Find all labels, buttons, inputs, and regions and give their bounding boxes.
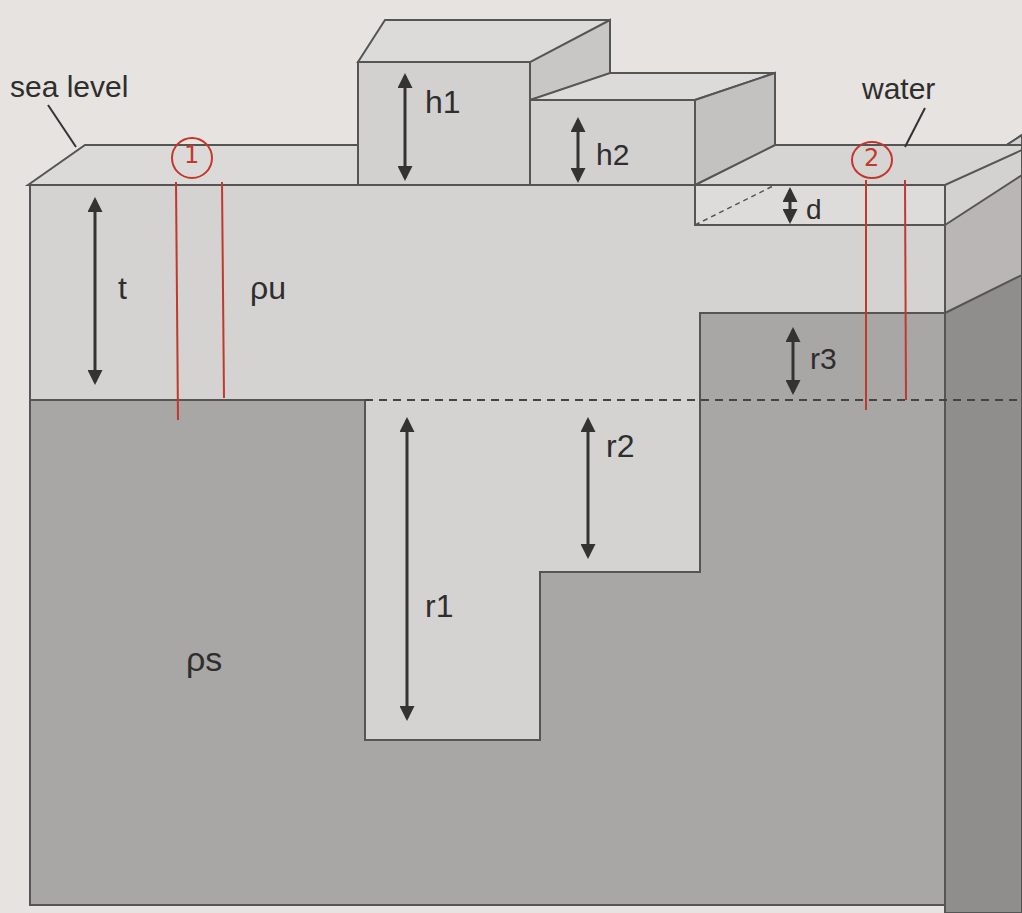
dimension-label: t (118, 272, 127, 304)
dimension-label: h2 (596, 140, 629, 170)
callout-number: 1 (184, 143, 199, 167)
dimension-label: d (806, 196, 822, 224)
callout-number: 2 (864, 146, 879, 170)
dimension-label: r1 (425, 590, 453, 622)
density-label: ρs (186, 642, 222, 676)
dimension-label: r2 (606, 430, 634, 462)
dimension-label: h1 (425, 86, 461, 118)
leader-label: water (862, 74, 935, 104)
dimension-label: r3 (810, 344, 837, 374)
leader-label: sea level (10, 72, 128, 102)
density-label: ρu (250, 272, 286, 304)
